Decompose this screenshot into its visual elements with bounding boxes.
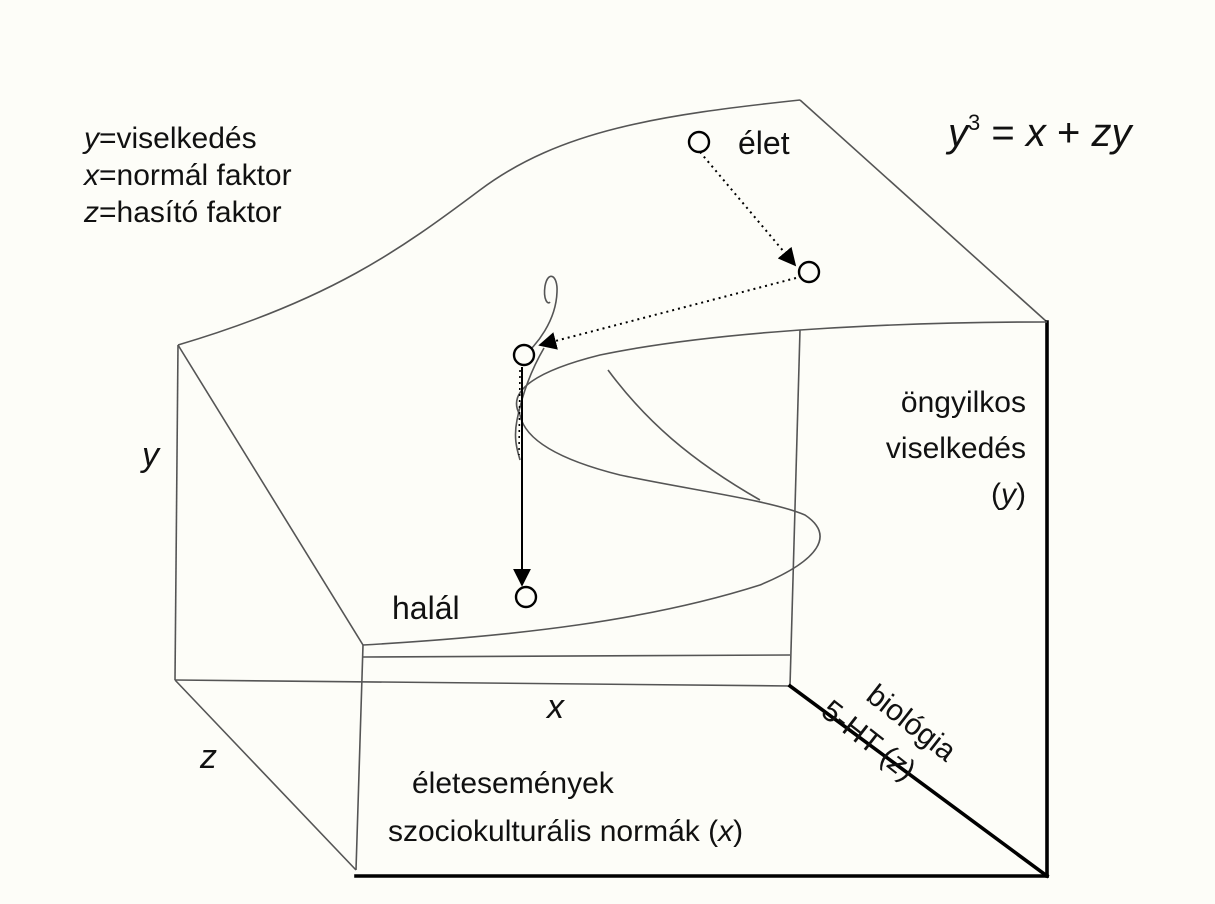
box-left-diagonal-edge: [177, 344, 364, 646]
equation-var-zy: zy: [1091, 111, 1132, 155]
state-marker-death: [514, 585, 538, 609]
equation-exponent: 3: [968, 110, 981, 135]
label-suicidal-behavior-line3: (y): [991, 478, 1026, 511]
legend: y=viselkedés x=normál faktor z=hasító fa…: [84, 120, 292, 231]
trajectory-dotted-fold: [518, 369, 521, 456]
box-front-left-vertical-edge: [355, 644, 364, 871]
legend-var-x: x: [84, 159, 99, 192]
equation-lhs-var: y: [948, 111, 968, 155]
axis-label-z: z: [200, 738, 217, 776]
surface-fold-crease: [607, 369, 761, 501]
box-top-back-edge: [799, 99, 1048, 323]
box-bottom-left-diagonal-edge: [174, 679, 357, 871]
cusp-equation: y3 = x + zy: [948, 110, 1132, 155]
label-death: halál: [392, 590, 460, 626]
label-life-events-line2: szociokulturális normák (x): [388, 815, 744, 848]
label-life: élet: [738, 125, 790, 161]
box-floor-back-edge: [174, 679, 791, 687]
legend-line-y: y=viselkedés: [84, 120, 292, 157]
box-left-vertical-edge: [174, 344, 179, 681]
surface-fold-outline: [362, 321, 1048, 646]
bold-diagonal-edge: [787, 683, 1050, 879]
label-suicidal-behavior: öngyilkos viselkedés (y): [856, 380, 1026, 518]
equation-plus: +: [1045, 111, 1092, 155]
trajectory-jump-curve: [514, 347, 545, 461]
state-marker-middle: [797, 260, 821, 284]
label-life-events-line1: életesemények: [412, 767, 614, 800]
legend-text-z: =hasító faktor: [99, 196, 282, 229]
legend-line-x: x=normál faktor: [84, 157, 292, 194]
axis-label-x: x: [547, 688, 564, 726]
box-floor-front-edge: [362, 654, 791, 658]
state-marker-life: [687, 130, 711, 154]
legend-line-z: z=hasító faktor: [84, 194, 292, 231]
trajectory-dotted-down: [699, 151, 797, 267]
legend-var-y: y: [84, 122, 99, 155]
legend-var-z: z: [84, 196, 99, 229]
surface-back-upper-edge: [177, 99, 801, 346]
state-marker-fold: [512, 343, 536, 367]
axis-label-y: y: [142, 436, 159, 474]
equation-var-x: x: [1025, 111, 1046, 155]
label-life-events: életesemények szociokulturális normák (x…: [388, 760, 743, 856]
legend-text-x: =normál faktor: [99, 159, 292, 192]
label-suicidal-behavior-line1: öngyilkos: [900, 386, 1026, 419]
trajectory-dotted-left: [538, 277, 797, 350]
box-inner-vertical-edge: [789, 329, 801, 687]
label-suicidal-behavior-line2: viselkedés: [885, 432, 1026, 465]
legend-text-y: =viselkedés: [99, 122, 257, 155]
equation-equals: =: [980, 111, 1026, 155]
